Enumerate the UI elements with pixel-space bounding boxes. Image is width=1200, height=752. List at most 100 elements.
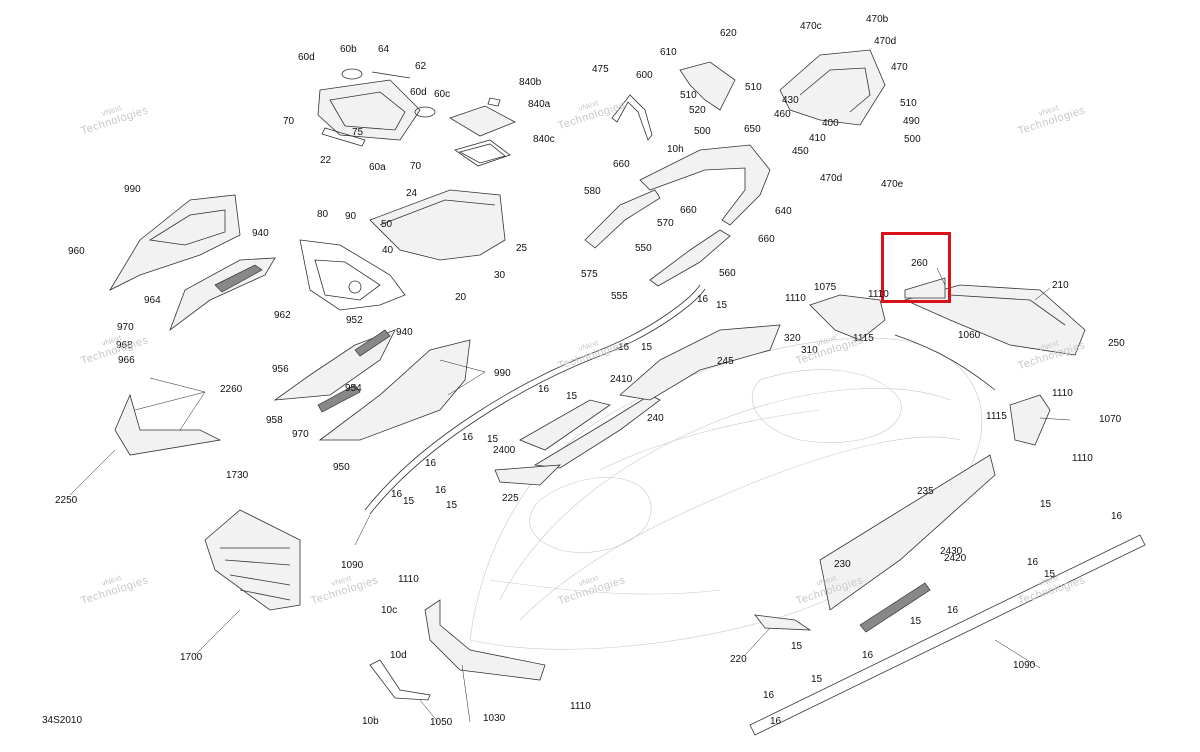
part-label: 600: [636, 70, 653, 81]
part-label: 25: [516, 243, 528, 254]
part-label: 840c: [533, 134, 555, 145]
part-label: 620: [720, 28, 737, 39]
part-label: 20: [455, 292, 467, 303]
part-label: 16: [947, 605, 959, 616]
part-label: 640: [775, 206, 792, 217]
highlight-box-260: [881, 232, 951, 303]
part-label: 210: [1052, 280, 1069, 291]
part-label: 2400: [493, 445, 516, 456]
part-label: 410: [809, 133, 826, 144]
part-label: 62: [415, 61, 427, 72]
part-label: 70: [410, 161, 422, 172]
part-label: 22: [320, 155, 332, 166]
part-label: 15: [446, 500, 458, 511]
part-label: 968: [116, 340, 133, 351]
part-label: 450: [792, 146, 809, 157]
part-label: 220: [730, 654, 747, 665]
part-label: 1110: [868, 289, 889, 300]
part-label: 2260: [220, 384, 243, 395]
part-label: 1050: [430, 717, 453, 728]
part-label: 520: [689, 105, 706, 116]
part-label: 16: [618, 342, 630, 353]
hull-outline: [469, 337, 983, 650]
part-label: 1110: [398, 574, 419, 585]
part-label: 575: [581, 269, 598, 280]
part-label: 250: [1108, 338, 1125, 349]
part-label: 10b: [362, 716, 379, 727]
part-label: 950: [333, 462, 350, 473]
part-label: 400: [822, 118, 839, 129]
part-label: 225: [502, 493, 519, 504]
part-label: 510: [900, 98, 917, 109]
part-label: 60c: [434, 89, 451, 100]
part-label: 16: [1111, 511, 1123, 522]
part-label: 954: [345, 383, 362, 394]
part-label: 16: [462, 432, 474, 443]
part-label: 2250: [55, 495, 78, 506]
part-label: 310: [801, 345, 818, 356]
front-storage-parts: [317, 68, 516, 167]
part-label: 966: [118, 355, 135, 366]
part-label: 990: [494, 368, 511, 379]
diagram-code: 34S2010: [42, 715, 83, 726]
part-label: 30: [494, 270, 506, 281]
part-label: 470c: [800, 21, 822, 32]
part-label: 490: [903, 116, 920, 127]
part-label: 430: [782, 95, 799, 106]
part-label: 16: [391, 489, 403, 500]
part-label: 1070: [1099, 414, 1122, 425]
part-label: 80: [317, 209, 329, 220]
part-label: 2430: [940, 546, 963, 557]
part-label: 1115: [986, 411, 1007, 422]
part-label: 500: [904, 134, 921, 145]
part-label: 16: [425, 458, 437, 469]
part-label: 470d: [820, 173, 843, 184]
part-label: 660: [758, 234, 775, 245]
part-label: 970: [117, 322, 134, 333]
part-label: 570: [657, 218, 674, 229]
part-label: 500: [694, 126, 711, 137]
part-label: 75: [352, 127, 364, 138]
part-label: 560: [719, 268, 736, 279]
part-label: 460: [774, 109, 791, 120]
part-label: 24: [406, 188, 418, 199]
part-label: 15: [403, 496, 415, 507]
part-label: 16: [697, 294, 709, 305]
part-label: 650: [744, 124, 761, 135]
lower-parts: [204, 454, 1146, 736]
part-label: 580: [584, 186, 601, 197]
part-label: 320: [784, 333, 801, 344]
part-label: 10c: [381, 605, 398, 616]
part-label: 1110: [1072, 453, 1093, 464]
part-label: 1060: [958, 330, 981, 341]
part-label: 1090: [341, 560, 364, 571]
part-label: 2410: [610, 374, 633, 385]
front-bin-parts: [299, 189, 506, 311]
part-label: 15: [487, 434, 499, 445]
part-label: 235: [917, 486, 934, 497]
part-label: 660: [613, 159, 630, 170]
part-label: 64: [378, 44, 390, 55]
part-label: 960: [68, 246, 85, 257]
part-label: 245: [717, 356, 734, 367]
part-label: 470: [891, 62, 908, 73]
part-label: 475: [592, 64, 609, 75]
part-label: 840a: [528, 99, 551, 110]
part-label: 660: [680, 205, 697, 216]
part-label: 610: [660, 47, 677, 58]
part-label: 1090: [1013, 660, 1036, 671]
part-label: 1115: [853, 333, 874, 344]
part-label: 10h: [667, 144, 684, 155]
part-label: 510: [745, 82, 762, 93]
part-label: 510: [680, 90, 697, 101]
part-label: 1110: [570, 701, 591, 712]
part-label: 15: [791, 641, 803, 652]
part-label: 15: [1040, 499, 1052, 510]
part-label: 555: [611, 291, 628, 302]
part-label: 970: [292, 429, 309, 440]
part-label: 952: [346, 315, 363, 326]
part-label: 1110: [1052, 388, 1073, 399]
part-label: 940: [396, 327, 413, 338]
part-label: 60d: [298, 52, 315, 63]
part-label: 958: [266, 415, 283, 426]
